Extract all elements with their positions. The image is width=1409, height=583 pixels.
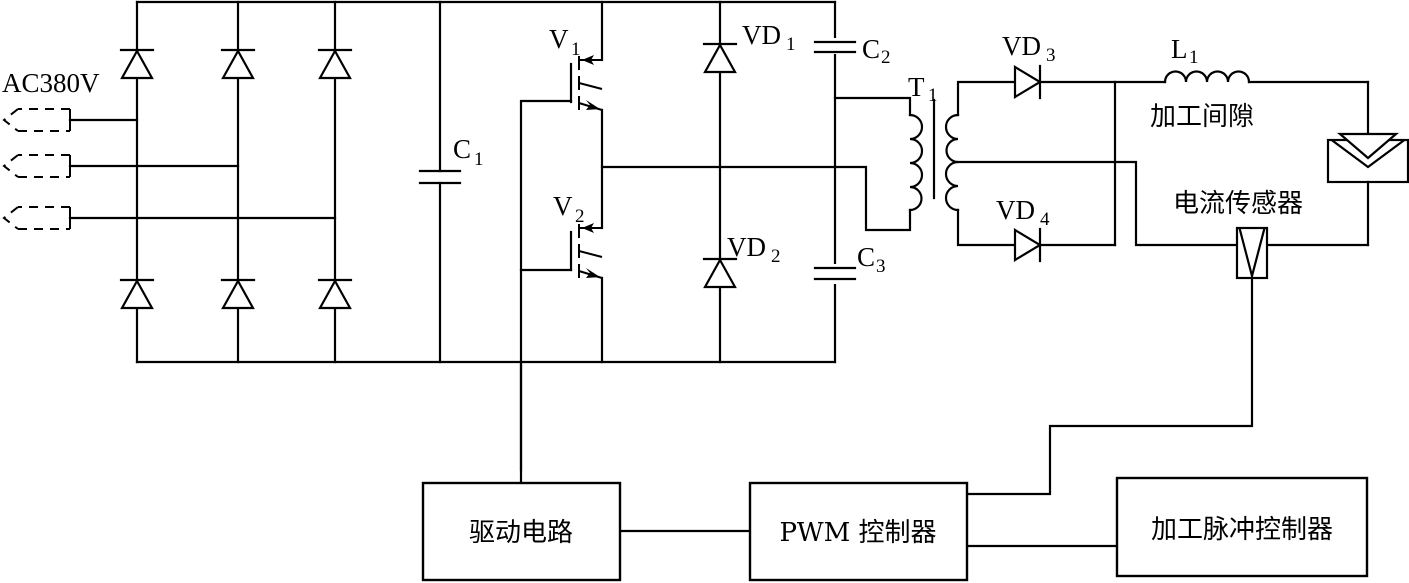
v2-emitter-arrow — [586, 268, 600, 278]
v1-label-sub: 1 — [571, 39, 581, 60]
pulse-controller-block[interactable]: 加工脉冲控制器 — [1115, 476, 1369, 578]
c3-label-sub: 3 — [876, 256, 886, 277]
ac-input-label: AC380V — [2, 68, 100, 98]
diode-triangle — [221, 48, 255, 80]
vd1-label: VD — [742, 20, 781, 50]
gap-label: 加工间隙 — [1150, 102, 1254, 132]
diode-vd1 — [702, 42, 738, 74]
vd1-label-sub: 1 — [786, 34, 796, 55]
rectifier-diode-upper-b — [220, 48, 256, 80]
rectifier-diode-upper-c — [317, 48, 353, 80]
control-wiring — [519, 276, 1254, 548]
pwm-label: PWM 控制器 — [779, 518, 936, 548]
vd3-label: VD — [1002, 31, 1041, 61]
pulse-label: 加工脉冲控制器 — [1151, 515, 1333, 545]
capacitor-c2: C 2 — [810, 34, 891, 68]
machining-gap: 加工间隙 — [1150, 80, 1409, 247]
ac-input: AC380V — [2, 68, 337, 230]
diode-triangle — [120, 278, 154, 310]
transformer-t1: T 1 — [833, 72, 1242, 247]
l1-label: L — [1171, 34, 1188, 64]
vd2-label: VD — [727, 232, 766, 262]
diode-vd4: VD 4 — [996, 80, 1117, 263]
v1-label: V — [549, 24, 569, 54]
v1-collector-arrow — [582, 55, 594, 65]
v1-emitter-arrow — [586, 100, 600, 110]
driver-label: 驱动电路 — [469, 518, 573, 548]
igbt-v1: V 1 — [519, 24, 603, 472]
igbt-v2: V 2 — [519, 191, 603, 279]
terminal-phase-c — [2, 206, 337, 230]
c2-label: C — [862, 34, 880, 64]
t1-secondary-winding — [944, 113, 960, 212]
inductor-l1: L 1 — [1163, 34, 1370, 84]
c2-label-sub: 2 — [881, 47, 891, 68]
rectifier-diode-upper-a — [119, 48, 155, 80]
electrode-tool — [1337, 132, 1399, 160]
current-sensor: 电流传感器 — [1173, 189, 1303, 281]
terminal-phase-b — [2, 154, 240, 178]
rectifier-diodes — [119, 48, 353, 310]
t1-label: T — [908, 72, 925, 102]
capacitor-c3: C 3 — [810, 242, 886, 284]
v2-collector-arrow — [582, 223, 594, 233]
t1-primary-winding — [908, 113, 924, 212]
v2-label-sub: 2 — [575, 206, 585, 227]
diode-triangle — [703, 257, 737, 289]
vd2-label-group: VD 2 — [727, 232, 781, 267]
diode-triangle — [318, 48, 352, 80]
vd2-label-sub: 2 — [771, 246, 781, 267]
diode-triangle — [221, 278, 255, 310]
l1-label-sub: 1 — [1189, 47, 1199, 68]
vd1-label-group: VD 1 — [742, 20, 796, 55]
c1-label: C — [453, 134, 471, 164]
sensor-label: 电流传感器 — [1173, 189, 1303, 219]
driver-block[interactable]: 驱动电路 — [421, 481, 622, 582]
c1-label-sub: 1 — [474, 149, 484, 170]
rectifier-diode-lower-c — [317, 278, 353, 310]
feedback-wire — [965, 276, 1254, 496]
c3-label: C — [857, 242, 875, 272]
vd3-label-sub: 3 — [1046, 45, 1056, 66]
vd4-label: VD — [996, 195, 1035, 225]
diode-triangle — [703, 42, 737, 74]
vd4-label-sub: 4 — [1040, 209, 1050, 230]
capacitor-c1: C 1 — [418, 0, 484, 364]
t1-label-sub: 1 — [928, 85, 938, 106]
igbt-leg — [600, 0, 837, 364]
diode-triangle — [318, 278, 352, 310]
v2-label: V — [553, 191, 573, 221]
dc-bus — [135, 0, 837, 364]
diode-triangle — [120, 48, 154, 80]
rectifier-diode-lower-a — [119, 278, 155, 310]
pwm-block[interactable]: PWM 控制器 — [748, 481, 969, 582]
diode-vd3: VD 3 — [1002, 31, 1167, 100]
rectifier-diode-lower-b — [220, 278, 256, 310]
diode-vd2 — [702, 257, 738, 289]
